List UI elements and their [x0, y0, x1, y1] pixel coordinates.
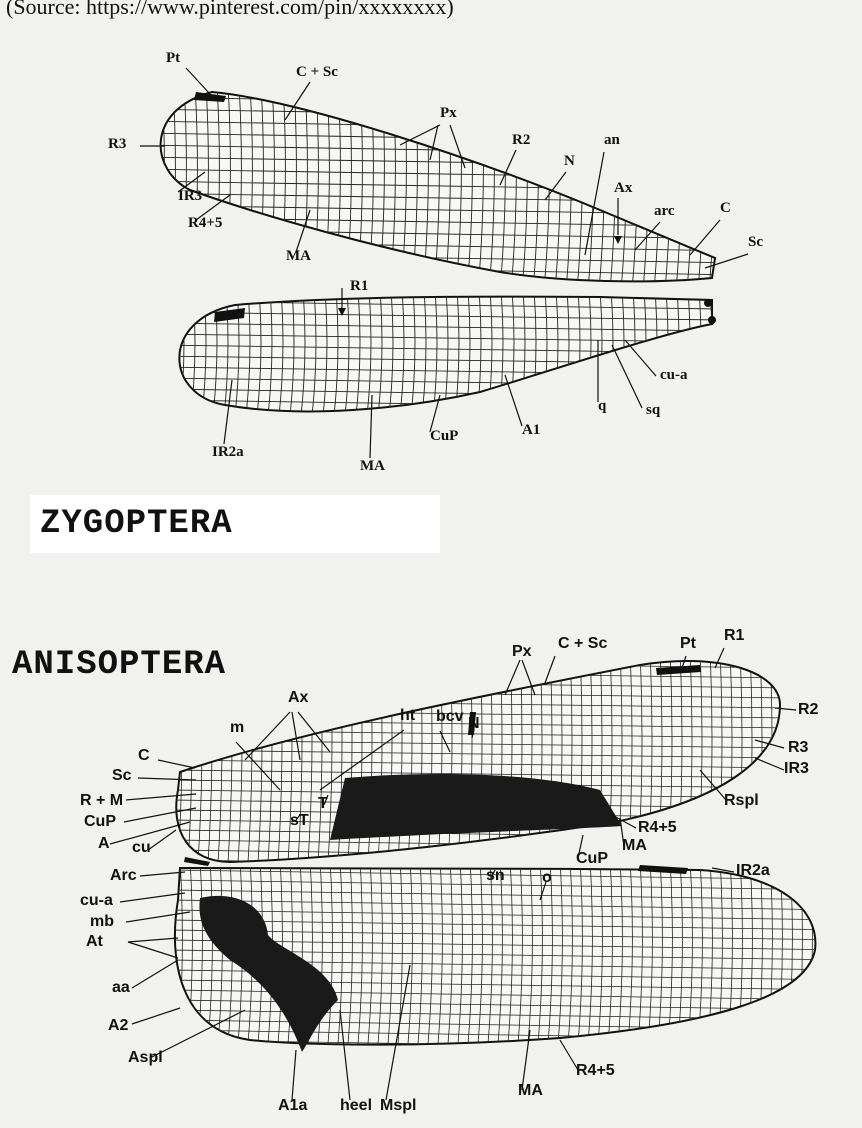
zygoptera-label-9: Sc	[748, 234, 763, 250]
zygoptera-label-3: R2	[512, 132, 530, 148]
zygoptera-label-14: R1	[350, 278, 368, 294]
anisoptera-hindwing	[167, 857, 822, 1060]
anisoptera-label-17: T	[318, 795, 328, 812]
anisoptera-label-8: N	[468, 715, 480, 732]
anisoptera-forewing	[168, 650, 793, 878]
zygoptera-label-8: C	[720, 200, 731, 216]
zygoptera-label-2: Px	[440, 105, 457, 121]
anisoptera-label-31: aa	[112, 979, 130, 996]
anisoptera-label-28: cu-a	[80, 892, 113, 909]
zygoptera-label-0: Pt	[166, 50, 180, 66]
zygoptera-label-19: CuP	[430, 428, 458, 444]
zygoptera-label-4: N	[564, 153, 575, 169]
anisoptera-label-11: Sc	[112, 767, 132, 784]
anisoptera-label-7: bcv	[436, 708, 464, 725]
zygoptera-label-6: Ax	[614, 180, 633, 196]
anisoptera-label-10: C	[138, 747, 150, 764]
zygoptera-label-11: IR3	[178, 188, 202, 204]
zygoptera-label-1: C + Sc	[296, 64, 338, 80]
anisoptera-label-3: C + Sc	[558, 635, 607, 652]
zygoptera-label-16: sq	[646, 402, 661, 418]
anisoptera-label-14: A	[98, 835, 110, 852]
anisoptera-label-21: R4+5	[638, 819, 677, 836]
anisoptera-label-34: A1a	[278, 1097, 307, 1114]
anisoptera-label-9: m	[230, 719, 244, 736]
anisoptera-label-29: mb	[90, 913, 114, 930]
anisoptera-label-2: Px	[512, 643, 532, 660]
anisoptera-label-16: sT	[290, 812, 309, 829]
anisoptera-label-19: IR3	[784, 760, 809, 777]
zygoptera-label-10: R3	[108, 136, 126, 152]
zygoptera-title: ZYGOPTERA	[40, 505, 233, 543]
anisoptera-label-1: R1	[724, 627, 745, 644]
zygoptera-label-12: R4+5	[188, 215, 222, 231]
zygoptera-label-17: q	[598, 398, 607, 414]
zygoptera-label-18: A1	[522, 422, 540, 438]
anisoptera-label-20: Rspl	[724, 792, 759, 809]
anisoptera-label-25: sn	[486, 867, 505, 884]
zygoptera-label-20: MA	[360, 458, 385, 474]
anisoptera-label-18: R3	[788, 739, 809, 756]
anisoptera-label-27: IR2a	[736, 862, 770, 879]
anisoptera-label-30: At	[86, 933, 104, 950]
anisoptera-label-0: Pt	[680, 635, 697, 652]
zygoptera-label-13: MA	[286, 248, 311, 264]
anisoptera-label-35: heel	[340, 1097, 372, 1114]
anisoptera-label-5: Ax	[288, 689, 309, 706]
anisoptera-label-37: MA	[518, 1082, 543, 1099]
anisoptera-label-23: CuP	[576, 850, 608, 867]
zygoptera-label-5: an	[604, 132, 621, 148]
anisoptera-label-22: MA	[622, 837, 647, 854]
anisoptera-label-12: R + M	[80, 792, 123, 809]
zygoptera-label-7: arc	[654, 203, 675, 219]
anisoptera-label-33: Aspl	[128, 1049, 163, 1066]
anisoptera-label-26: o	[542, 869, 552, 886]
anisoptera-label-13: CuP	[84, 813, 116, 830]
anisoptera-label-4: R2	[798, 701, 819, 718]
anisoptera-label-32: A2	[108, 1017, 129, 1034]
zygoptera-label-15: cu-a	[660, 367, 688, 383]
anisoptera-label-38: R4+5	[576, 1062, 615, 1079]
anisoptera-label-24: Arc	[110, 867, 137, 884]
zygoptera-label-21: IR2a	[212, 444, 244, 460]
anisoptera-title: ANISOPTERA	[12, 646, 226, 684]
anisoptera-label-15: cu	[132, 839, 151, 856]
zygoptera-forewing	[137, 85, 720, 299]
anisoptera-label-6: ht	[400, 707, 416, 724]
anisoptera-label-36: Mspl	[380, 1097, 416, 1114]
